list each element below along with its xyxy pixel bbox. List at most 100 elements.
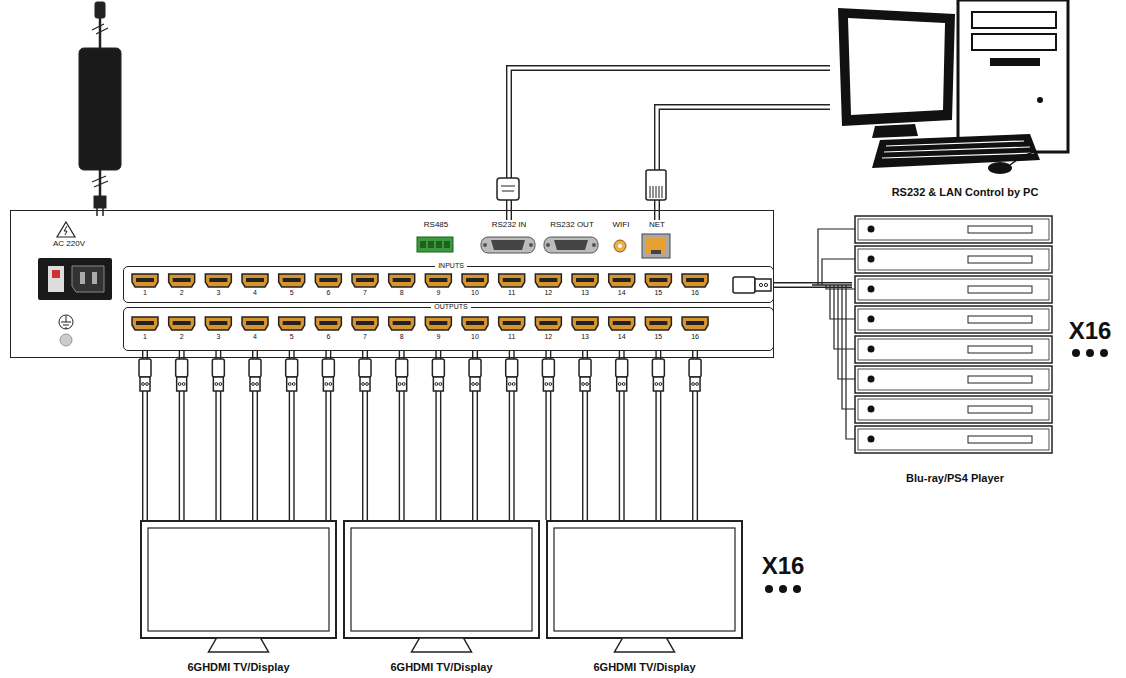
player-unit [855,276,1052,303]
hdmi-port [572,274,598,287]
tv-screen [554,528,735,631]
ground-symbol [59,315,73,346]
player-cable [812,284,852,286]
player-unit [855,246,1052,273]
hdmi-port-slot [173,278,191,282]
hdmi-port-slot [649,278,667,282]
port-number: 6 [326,289,330,297]
tv-outline [343,520,540,675]
tv-frame [547,521,742,638]
hdmi-port [279,317,305,330]
ferrite-bead [287,377,297,391]
hdmi-port [315,274,341,287]
node-label: Blu-ray/PS4 Player [906,472,1004,485]
hdmi-port [462,274,488,287]
player-front [858,399,1049,420]
disc-slot [968,286,1032,293]
hdmi-plug [396,359,408,377]
player-stack: Blu-ray/PS4 Player [852,214,1058,486]
port-number: 10 [471,289,479,297]
ferrite-bead [653,377,663,391]
hdmi-port-slot [576,321,594,325]
outputs-panel: OUTPUTS [123,307,774,351]
hdmi-port [352,274,378,287]
player-unit [855,216,1052,243]
bead-mark [252,383,255,386]
node-label: WIFI [613,220,630,229]
port-number: 4 [253,289,257,297]
rs232-in-port: RS232 IN [479,220,539,256]
player-button [868,436,875,443]
port-number: 10 [471,333,479,341]
cable [657,107,830,220]
player-front [858,429,1049,450]
ferrite-bead [250,377,260,391]
node-label: OUTPUTS [431,303,470,311]
wifi-antenna-port [614,240,626,252]
bead-mark [402,383,405,386]
hdmi-plug [286,359,298,377]
ferrite-bead [323,377,333,391]
hdmi-port-slot [393,278,411,282]
hdmi-port [609,317,635,330]
port-number: 9 [436,289,440,297]
player-button [868,316,875,323]
hdmi-port-slot [136,278,154,282]
hdmi-port [609,274,635,287]
player-front [858,309,1049,330]
player-front [858,219,1049,240]
cable [145,351,328,520]
bead-mark [512,383,515,386]
node-label: 6GHDMI TV/Display [593,661,695,674]
bead-mark [435,383,438,386]
port-number: 5 [290,333,294,341]
hdmi-port [682,274,708,287]
port-number: 12 [544,333,552,341]
bead-mark [292,383,295,386]
port-number: 11 [508,289,515,297]
hdmi-port-slot [136,321,154,325]
disc-slot [968,226,1032,233]
bead-mark [696,383,699,386]
hdmi-port [132,317,158,330]
node-label: 6GHDMI TV/Display [390,661,492,674]
port-number: 12 [544,289,552,297]
hdmi-port [352,317,378,330]
bead-mark [146,383,149,386]
hdmi-port-slot [503,321,521,325]
bead-mark [219,383,222,386]
player-unit [855,336,1052,363]
tv-display: 6GHDMI TV/Display [343,520,540,675]
hdmi-port-slot [246,321,264,325]
tv-frame [344,521,539,638]
hdmi-plug [733,277,771,293]
hdmi-port-slot [246,278,264,282]
hdmi-plug [359,359,371,377]
player-cable [822,259,855,285]
node-label: RS485 [424,220,448,229]
tv-outline [546,520,743,675]
bead-mark [549,383,552,386]
tv-stand [209,638,269,652]
player-button [868,286,875,293]
ferrite-bead [543,377,553,391]
ferrite-bead [617,377,627,391]
cable [365,351,512,520]
tv-screen [148,528,329,631]
hdmi-port [205,274,231,287]
hdmi-port [425,274,451,287]
player-unit [855,306,1052,333]
port-number: 1 [143,289,147,297]
cable [774,282,852,288]
port-number: 15 [654,289,662,297]
inputs-panel: INPUTS [123,266,774,303]
hdmi-port-slot [613,321,631,325]
hdmi-plug [689,359,701,377]
hdmi-plug [542,359,554,377]
quantity-label: X16 [1069,318,1112,344]
port-number: 16 [691,333,699,341]
disc-slot [968,436,1032,443]
cable [548,351,695,520]
player-cable [834,285,855,349]
bead-mark [655,383,658,386]
